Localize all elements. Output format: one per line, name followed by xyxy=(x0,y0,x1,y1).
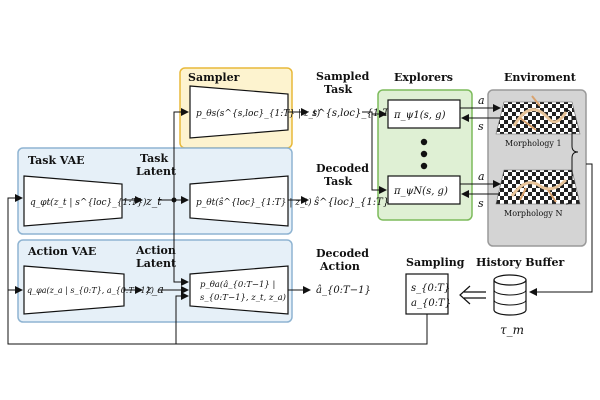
task-latent-label-1: Task xyxy=(140,152,168,165)
action-latent-label-2: Latent xyxy=(136,257,177,270)
task-encoder-shape xyxy=(23,175,123,227)
task-latent-label-2: Latent xyxy=(136,165,177,178)
ellipsis-dot-3 xyxy=(420,162,428,170)
sampled-task-label-2: Task xyxy=(324,83,352,96)
sampler-title: Sampler xyxy=(188,71,240,84)
morphology-n-label: Morphology N xyxy=(504,209,562,218)
sampling-states: s_{0:T} xyxy=(411,283,450,294)
ellipsis-dot-1 xyxy=(420,138,428,146)
explorer-n-box xyxy=(387,175,461,205)
history-buffer-title: History Buffer xyxy=(476,256,565,269)
morphology-n-image xyxy=(495,169,581,205)
z-t-variable: z_t xyxy=(145,195,162,208)
sampling-feedback-line xyxy=(7,194,428,345)
action-vae-title: Action VAE xyxy=(27,245,96,258)
decoded-task-label-1: Decoded xyxy=(316,162,369,175)
morphology-1-label: Morphology 1 xyxy=(505,139,562,148)
state-label-1: s xyxy=(478,120,484,133)
task-decoder-function: p_θt(ŝ^{loc}_{1:T} | z_t) xyxy=(196,197,312,208)
buffer-to-sampling-arrow xyxy=(459,285,486,305)
task-decoder-shape xyxy=(189,175,289,227)
sampled-task-label-1: Sampled xyxy=(316,70,370,83)
environment-bracket xyxy=(565,109,579,205)
z-a-variable: z_a xyxy=(145,283,164,296)
action-label-1: a xyxy=(478,94,485,107)
task-encoder-function: q_φt(z_t | s^{loc}_{1:T}) xyxy=(30,197,147,208)
decoded-action-label-2: Action xyxy=(319,260,360,273)
action-encoder-function: q_φa(z_a | s_{0:T}, a_{0:T−1}) xyxy=(27,286,154,295)
sampling-to-action-decoder xyxy=(175,292,189,344)
zt-to-sampler xyxy=(173,108,189,200)
action-label-n: a xyxy=(478,170,485,183)
decoded-task-variable: ŝ^{loc}_{1:T} xyxy=(314,197,389,208)
environment-to-buffer-line xyxy=(529,163,593,296)
explorer-n-policy: π_ψN(s, g) xyxy=(393,186,448,197)
environment-title: Enviroment xyxy=(504,71,577,84)
explorers-title: Explorers xyxy=(394,71,453,84)
action-decoder-function-2: s_{0:T−1}, z_t, z_a) xyxy=(200,292,286,303)
sampler-decoder-shape xyxy=(189,85,289,139)
decoded-action-label-1: Decoded xyxy=(316,247,369,260)
sampling-title: Sampling xyxy=(406,256,465,269)
history-buffer-database-icon xyxy=(493,274,527,316)
tau-m-label: τ_m xyxy=(500,323,524,337)
zt-to-action-decoder xyxy=(173,200,189,286)
sampling-actions: a_{0:T} xyxy=(411,298,451,309)
action-decoder-function-1: p_θa(â_{0:T−1} | xyxy=(200,279,275,290)
action-encoder-shape xyxy=(23,265,125,315)
action-decoder-shape xyxy=(189,265,289,315)
decoded-action-variable: â_{0:T−1} xyxy=(316,285,371,296)
sampled-task-to-explorers xyxy=(362,111,387,194)
ellipsis-dot-2 xyxy=(420,150,428,158)
morphology-1-image xyxy=(495,95,581,135)
sampled-task-variable: s^{s,loc}_{1:T} xyxy=(312,108,396,119)
decoded-task-label-2: Task xyxy=(324,175,352,188)
task-vae-title: Task VAE xyxy=(28,154,85,167)
state-label-n: s xyxy=(478,197,484,210)
action-latent-label-1: Action xyxy=(135,244,176,257)
explorer-1-box xyxy=(387,99,461,129)
sampler-function: p_θs(s^{s,loc}_{1:T} | z_t) xyxy=(196,108,321,119)
explorer-1-policy: π_ψ1(s, g) xyxy=(393,110,446,121)
